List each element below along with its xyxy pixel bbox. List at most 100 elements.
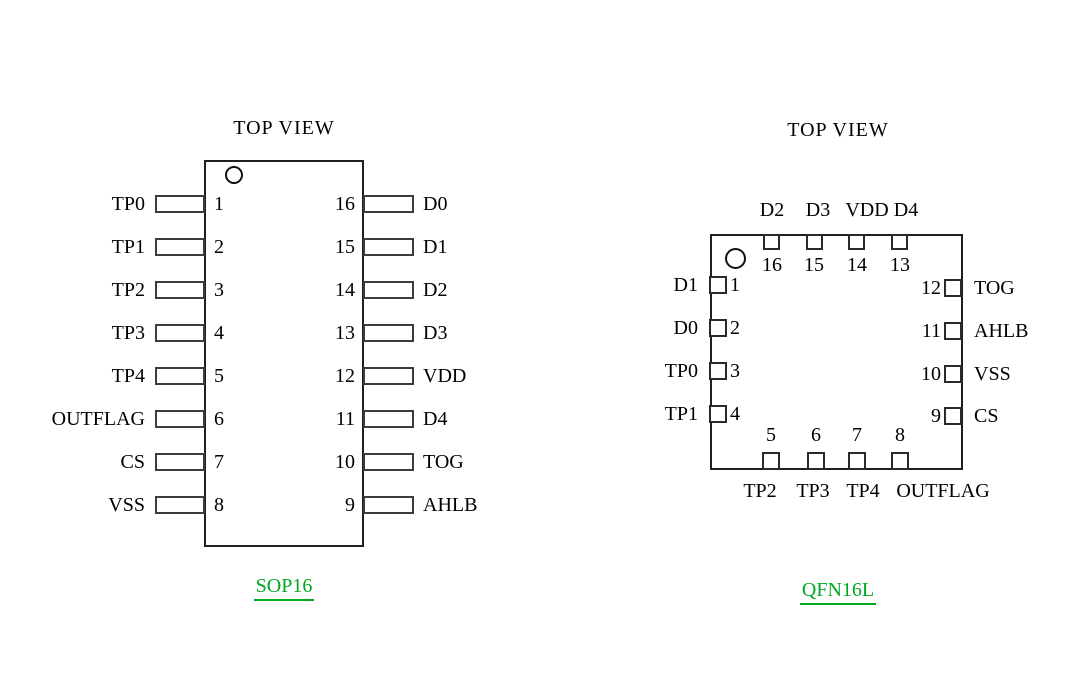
sop16-pin5-number: 5 — [214, 365, 224, 387]
sop16-pin3-label: TP2 — [111, 279, 145, 301]
qfn16l-top-view-title: TOP VIEW — [787, 119, 889, 141]
sop16-pin14-lead — [363, 281, 414, 299]
sop16-pin1-label: TP0 — [111, 193, 145, 215]
qfn-pin7-number: 7 — [852, 424, 862, 446]
sop16-pin5-label: TP4 — [111, 365, 145, 387]
qfn-pin5-number: 5 — [766, 424, 776, 446]
qfn-pin9-label: CS — [974, 405, 999, 427]
qfn-pin15-number: 15 — [804, 254, 824, 276]
sop16-pin6-label: OUTFLAG — [51, 408, 145, 430]
sop16-pin13-label: D3 — [423, 322, 448, 344]
qfn-pin12-label: TOG — [974, 277, 1015, 299]
sop16-pin16-lead — [363, 195, 414, 213]
sop16-pin10-label: TOG — [423, 451, 464, 473]
qfn-pin15-pad — [806, 234, 823, 250]
qfn-pin4-number: 4 — [730, 403, 740, 425]
qfn-pin2-pad — [709, 319, 727, 337]
qfn-pin2-label: D0 — [673, 317, 698, 339]
qfn-pin3-number: 3 — [730, 360, 740, 382]
sop16-pin15-lead — [363, 238, 414, 256]
sop16-pin14-number: 14 — [335, 279, 355, 301]
qfn16l-package-body — [710, 234, 963, 470]
sop16-pin12-label: VDD — [423, 365, 467, 387]
sop16-pin10-lead — [363, 453, 414, 471]
qfn-pin9-pad — [944, 407, 962, 425]
sop16-pin7-lead — [155, 453, 205, 471]
qfn-pin1-label: D1 — [673, 274, 698, 296]
qfn-pin14-label: VDD — [845, 199, 889, 221]
sop16-top-view-title: TOP VIEW — [233, 117, 335, 139]
qfn-pin8-number: 8 — [895, 424, 905, 446]
qfn-pin1-pad — [709, 276, 727, 294]
sop16-pin9-label: AHLB — [423, 494, 478, 516]
sop16-package-body — [204, 160, 364, 547]
qfn-pin6-number: 6 — [811, 424, 821, 446]
qfn-pin4-pad — [709, 405, 727, 423]
qfn-pin6-pad — [807, 452, 825, 470]
sop16-pin2-lead — [155, 238, 205, 256]
qfn-pin15-label: D3 — [805, 199, 831, 221]
qfn-pin13-number: 13 — [890, 254, 910, 276]
qfn-pin3-label: TP0 — [664, 360, 698, 382]
qfn-pin9-number: 9 — [931, 405, 941, 427]
sop16-pin10-number: 10 — [335, 451, 355, 473]
qfn-pin5-label: TP2 — [743, 480, 777, 502]
sop16-pin3-lead — [155, 281, 205, 299]
sop16-pin7-number: 7 — [214, 451, 224, 473]
sop16-package-name: SOP16 — [204, 574, 364, 601]
qfn-pin7-pad — [848, 452, 866, 470]
qfn-pin16-number: 16 — [762, 254, 782, 276]
sop16-pin6-lead — [155, 410, 205, 428]
pin1-indicator-icon — [225, 166, 243, 184]
sop16-pin16-number: 16 — [335, 193, 355, 215]
sop16-pin7-label: CS — [120, 451, 145, 473]
sop16-pin9-lead — [363, 496, 414, 514]
sop16-pin11-lead — [363, 410, 414, 428]
qfn-pin6-label: TP3 — [796, 480, 830, 502]
qfn-pin16-pad — [763, 234, 780, 250]
qfn-pin10-number: 10 — [921, 363, 941, 385]
sop16-pin4-lead — [155, 324, 205, 342]
pin1-indicator-icon — [725, 248, 746, 269]
qfn-pin8-pad — [891, 452, 909, 470]
sop16-pin13-number: 13 — [335, 322, 355, 344]
sop16-pin15-number: 15 — [335, 236, 355, 258]
sop16-pin13-lead — [363, 324, 414, 342]
sop16-pin4-number: 4 — [214, 322, 224, 344]
sop16-pin4-label: TP3 — [111, 322, 145, 344]
qfn-pin11-label: AHLB — [974, 320, 1029, 342]
sop16-pin2-label: TP1 — [111, 236, 145, 258]
qfn-pin12-number: 12 — [921, 277, 941, 299]
sop16-pin8-number: 8 — [214, 494, 224, 516]
sop16-pin2-number: 2 — [214, 236, 224, 258]
qfn-pin13-pad — [891, 234, 908, 250]
sop16-pin8-lead — [155, 496, 205, 514]
qfn-pin12-pad — [944, 279, 962, 297]
qfn-pin10-pad — [944, 365, 962, 383]
qfn-pin10-label: VSS — [974, 363, 1011, 385]
sop16-pin12-number: 12 — [335, 365, 355, 387]
sop16-pin6-number: 6 — [214, 408, 224, 430]
sop16-pin8-label: VSS — [108, 494, 145, 516]
sop16-pin15-label: D1 — [423, 236, 448, 258]
qfn-pin2-number: 2 — [730, 317, 740, 339]
qfn-pin4-label: TP1 — [664, 403, 698, 425]
sop16-pin5-lead — [155, 367, 205, 385]
sop16-pin11-label: D4 — [423, 408, 448, 430]
qfn-pin14-number: 14 — [847, 254, 867, 276]
qfn-pin5-pad — [762, 452, 780, 470]
qfn-pin8-label: OUTFLAG — [896, 480, 990, 502]
sop16-pin3-number: 3 — [214, 279, 224, 301]
qfn16l-package-name: QFN16L — [758, 578, 918, 605]
qfn-pin14-pad — [848, 234, 865, 250]
sop16-pin1-lead — [155, 195, 205, 213]
sop16-pin9-number: 9 — [345, 494, 355, 516]
qfn-pin11-pad — [944, 322, 962, 340]
qfn-pin11-number: 11 — [921, 320, 941, 342]
sop16-pin1-number: 1 — [214, 193, 224, 215]
qfn-pin7-label: TP4 — [846, 480, 880, 502]
sop16-package-name-link: SOP16 — [253, 574, 315, 601]
qfn-pin1-number: 1 — [730, 274, 740, 296]
sop16-pin12-lead — [363, 367, 414, 385]
